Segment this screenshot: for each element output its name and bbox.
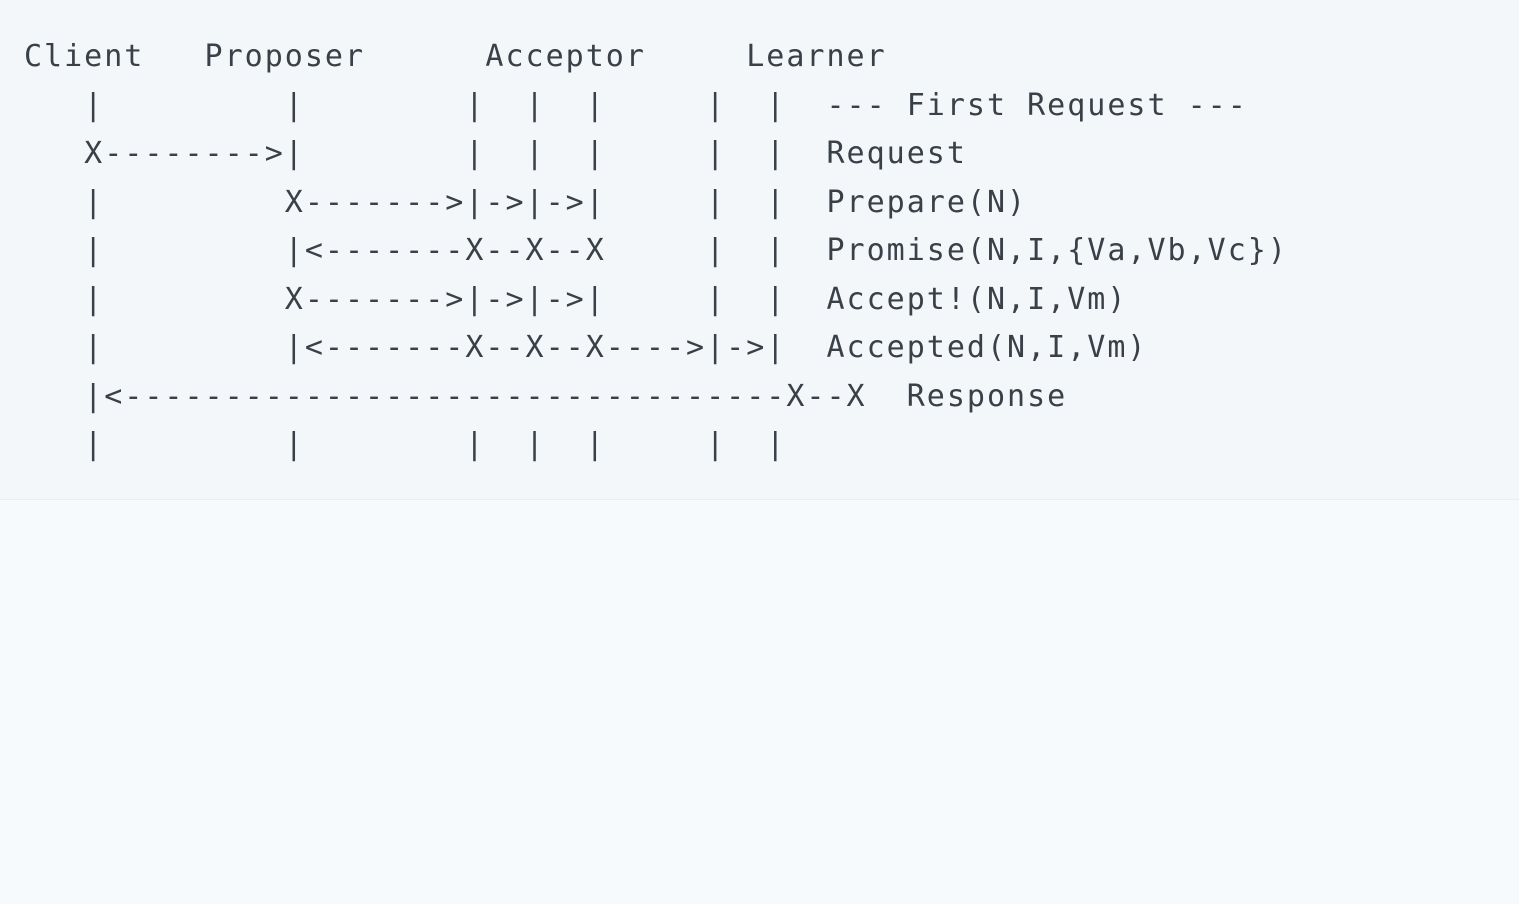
panel-first-request: Client Proposer Acceptor Learner | | | |… bbox=[24, 39, 1288, 462]
ascii-art-first-request: Client Proposer Acceptor Learner | | | |… bbox=[24, 39, 1288, 462]
panel-following-requests: Client Proposer Acceptor Learner | | | |… bbox=[0, 500, 1519, 904]
